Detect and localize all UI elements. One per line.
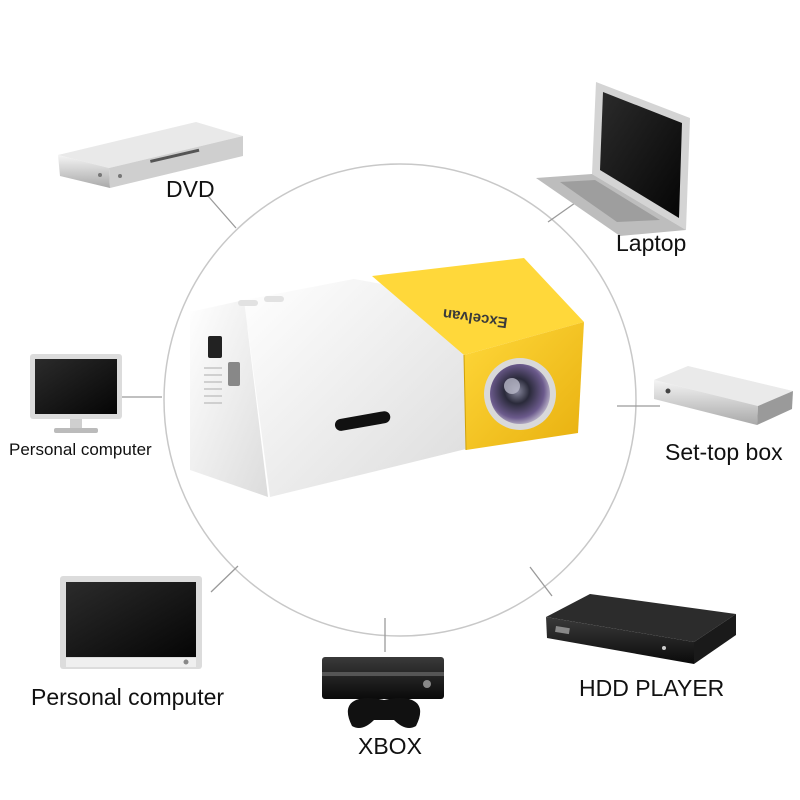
label-hdd-player: HDD PLAYER — [579, 675, 725, 701]
dvd-player-image — [58, 122, 243, 188]
hdd-player-image — [546, 594, 736, 664]
xbox-image — [322, 657, 444, 728]
set-top-box-image — [654, 366, 793, 425]
label-personal-computer-small: Personal computer — [9, 440, 152, 459]
label-laptop: Laptop — [616, 230, 687, 256]
label-dvd: DVD — [166, 176, 215, 202]
personal-computer-small-image — [30, 354, 122, 433]
label-personal-computer-large: Personal computer — [31, 684, 225, 710]
label-set-top-box: Set-top box — [665, 439, 783, 465]
personal-computer-large-image — [60, 576, 202, 669]
laptop-image — [536, 82, 690, 236]
center-circle — [163, 163, 637, 637]
label-xbox: XBOX — [358, 733, 422, 759]
projector-image: Excelvan — [190, 258, 584, 497]
